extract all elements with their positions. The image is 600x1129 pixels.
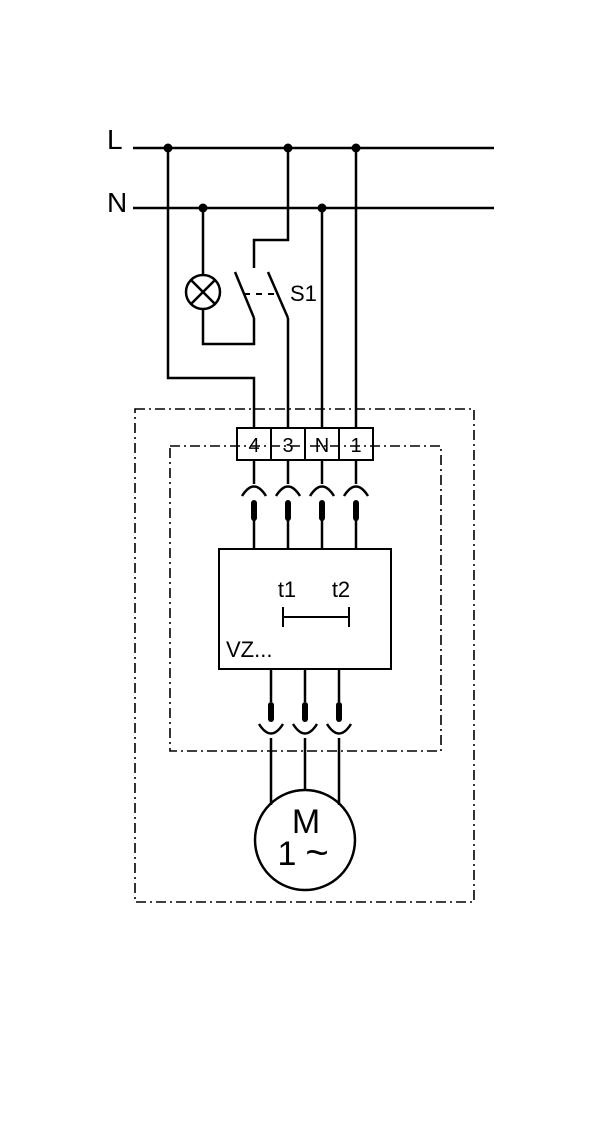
t2-label: t2: [332, 577, 350, 602]
model-label: VZ...: [226, 637, 272, 662]
upper-connector: [308, 460, 336, 549]
terminal-label: 1: [350, 435, 361, 457]
terminal-label: 3: [282, 435, 293, 457]
t1-label: t1: [278, 577, 296, 602]
lamp-icon: [184, 273, 222, 311]
lower-connector: [325, 669, 353, 805]
wire-lamp-to-switch: [201, 309, 256, 346]
switch-label: S1: [290, 281, 317, 306]
upper-connector: [342, 460, 370, 549]
motor-icon: [253, 788, 357, 892]
ac-symbol: ~: [305, 831, 328, 875]
neutral-label: N: [107, 187, 127, 218]
upper-connector: [274, 460, 302, 549]
lower-connector: [257, 669, 285, 805]
line-label: L: [107, 124, 123, 155]
terminal-block: [236, 427, 374, 461]
switch-s1-icon: [233, 148, 290, 428]
lower-connector: [291, 669, 319, 790]
terminal-label: 4: [248, 435, 259, 457]
motor-phase: 1: [278, 835, 297, 873]
terminal-label: N: [315, 435, 329, 457]
time-span-marker: [282, 607, 350, 627]
wire-l-to-terminal-4: [166, 148, 256, 428]
motor-letter: M: [292, 803, 320, 841]
outer-enclosure: [134, 408, 475, 903]
upper-connector: [240, 460, 268, 549]
